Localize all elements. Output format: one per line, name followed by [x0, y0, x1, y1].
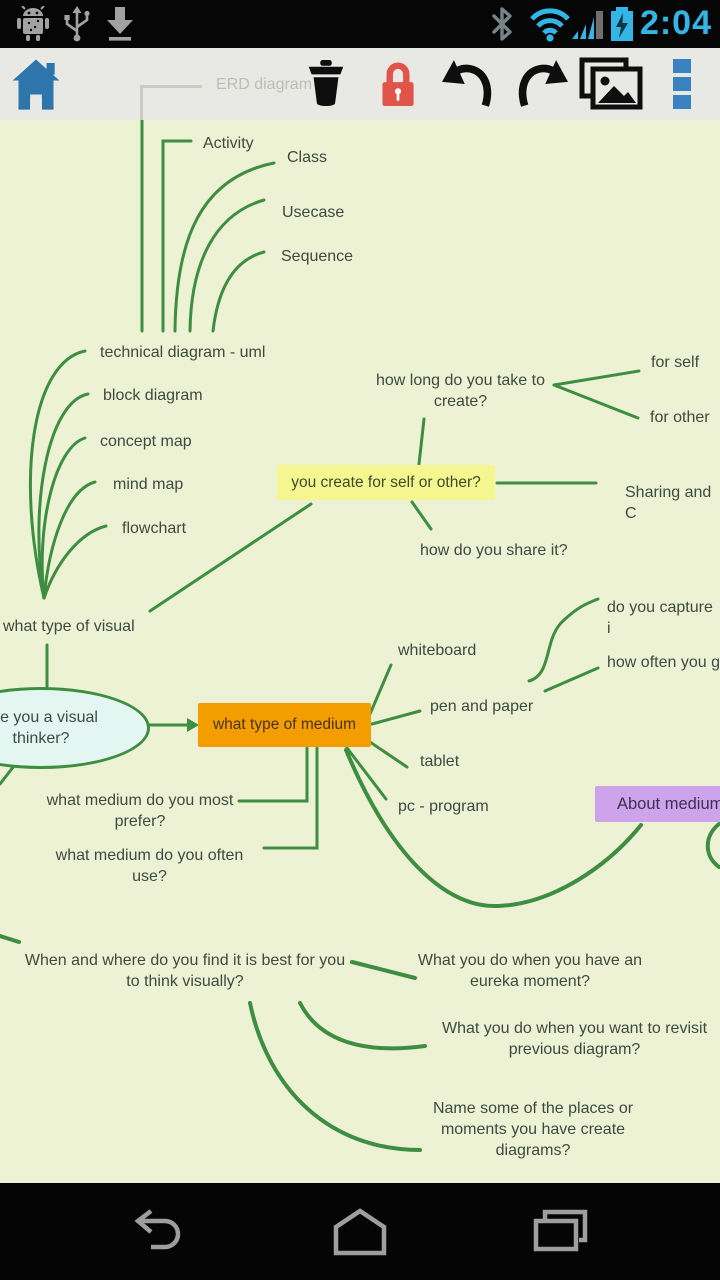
conn-use [262, 746, 319, 850]
mindmap-canvas[interactable]: Activity Class Usecase Sequence technica… [0, 120, 720, 1183]
battery-charging-icon [608, 0, 636, 48]
recents-button[interactable] [500, 1183, 620, 1280]
conn-orange-tablet [365, 738, 409, 769]
conn-when-eureka [350, 960, 417, 980]
conn-orange-pen [370, 709, 422, 726]
conn-forother [552, 383, 640, 420]
conn-yellow-howlong [417, 417, 426, 466]
node-class[interactable]: Class [287, 149, 328, 166]
node-do-you-capture[interactable]: do you capture i [607, 599, 713, 637]
conn-usecase [188, 198, 266, 333]
conn-activity [161, 139, 193, 333]
node-usecase[interactable]: Usecase [282, 204, 345, 221]
node-how-share[interactable]: how do you share it? [420, 542, 568, 559]
node-concept-map[interactable]: concept map [100, 433, 192, 450]
usb-icon [62, 0, 92, 48]
conn-mind [42, 480, 97, 600]
node-when-where-think-visually[interactable]: When and where do you find it is best fo… [24, 952, 346, 990]
conn-block [37, 392, 90, 600]
node-flowchart[interactable]: flowchart [122, 520, 187, 537]
conn-when-name [248, 1001, 422, 1152]
conn-pen-often [543, 666, 600, 693]
node-activity[interactable]: Activity [203, 135, 254, 152]
node-for-other[interactable]: for other [650, 409, 710, 426]
download-icon [104, 0, 136, 48]
node-how-often[interactable]: how often you g [607, 654, 720, 671]
signal-icon [570, 0, 606, 48]
node-about-medium[interactable]: About medium [595, 786, 720, 822]
navigation-bar [0, 1183, 720, 1280]
conn-yellow-share [410, 500, 433, 531]
node-eureka-moment[interactable]: What you do when you have an eureka mome… [417, 952, 643, 990]
node-block-diagram[interactable]: block diagram [103, 387, 203, 404]
conn-left-dash [0, 934, 21, 944]
node-medium-often-use[interactable]: what medium do you often use? [55, 847, 244, 885]
home-button-nav[interactable] [300, 1183, 420, 1280]
back-button[interactable] [100, 1183, 220, 1280]
node-tablet[interactable]: tablet [420, 753, 460, 770]
clock-time: 2:04 [639, 4, 712, 42]
node-pen-and-paper[interactable]: pen and paper [430, 698, 534, 715]
conn-forself [552, 369, 641, 387]
node-visual-thinker-label: Are you a visual thinker? [0, 709, 98, 747]
status-bar: 2:04 [0, 0, 720, 48]
connector-lines [0, 120, 720, 1152]
conn-prefer [237, 746, 309, 803]
lock-button[interactable] [372, 48, 424, 120]
conn-pen-capture [527, 597, 600, 683]
conn-tduml [28, 349, 87, 600]
node-name-places[interactable]: Name some of the places or moments you h… [432, 1100, 634, 1159]
node-sharing[interactable]: Sharing and C [625, 484, 712, 522]
conn-visual-yellow [148, 502, 313, 613]
arrowhead [187, 718, 199, 732]
node-revisit-previous[interactable]: What you do when you want to revisit pre… [441, 1020, 708, 1058]
wifi-icon [528, 0, 572, 48]
redo-button[interactable] [514, 48, 570, 120]
conn-orange-about [344, 748, 643, 909]
node-mind-map[interactable]: mind map [113, 476, 184, 493]
android-debug-icon [16, 0, 50, 48]
node-whiteboard[interactable]: whiteboard [398, 642, 477, 659]
app-toolbar: ERD diagram [0, 48, 720, 121]
home-button[interactable] [6, 48, 66, 120]
conn-about-edge [705, 822, 720, 869]
conn-orange-whiteboard [368, 663, 393, 716]
node-sequence[interactable]: Sequence [281, 248, 354, 265]
conn-when-revisit [298, 1001, 427, 1051]
node-how-long-create[interactable]: how long do you take to create? [375, 372, 545, 410]
conn-sequence [211, 250, 266, 333]
node-for-self[interactable]: for self [651, 354, 700, 371]
conn-orange-pc [345, 746, 388, 801]
undo-button[interactable] [440, 48, 496, 120]
conn-class [173, 161, 276, 333]
conn-concept [40, 436, 87, 600]
node-create-self-or-other[interactable]: you create for self or other? [277, 465, 495, 500]
node-technical-diagram-uml[interactable]: technical diagram - uml [100, 344, 266, 361]
bluetooth-icon [489, 0, 515, 48]
faded-connector-horizontal [140, 85, 202, 88]
node-what-type-of-visual[interactable]: what type of visual [3, 618, 135, 635]
node-pc-program[interactable]: pc - program [398, 798, 489, 815]
delete-button[interactable] [298, 48, 354, 120]
gallery-button[interactable] [576, 48, 648, 120]
node-medium-most-prefer[interactable]: what medium do you most prefer? [46, 792, 234, 830]
faded-connector-vertical [140, 85, 143, 120]
overflow-menu-button[interactable] [664, 48, 700, 120]
node-what-type-of-medium[interactable]: what type of medium [198, 703, 371, 747]
faded-node-erd-diagram: ERD diagram [216, 76, 313, 93]
conn-flow [42, 524, 108, 600]
